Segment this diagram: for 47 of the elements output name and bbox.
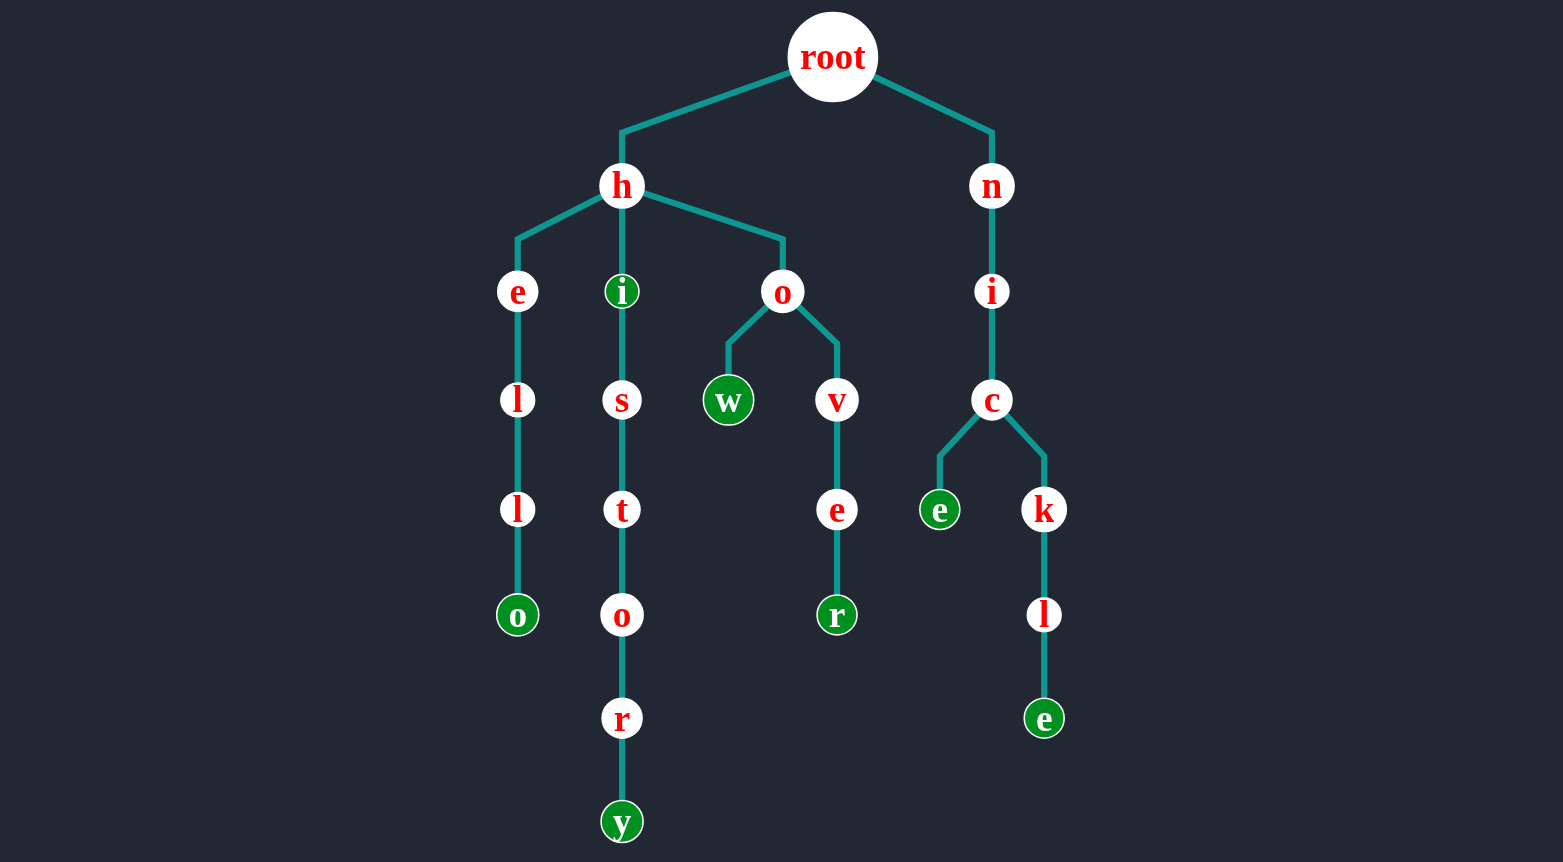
node-circle: y [600, 799, 644, 844]
node-circle: e [816, 488, 858, 531]
node-circle: e [919, 488, 961, 531]
connector [514, 311, 521, 383]
connector [618, 69, 792, 164]
connector [988, 308, 996, 380]
connector [833, 420, 841, 490]
node-circle: i [604, 273, 640, 310]
node-circle: o [761, 269, 805, 314]
connector [1003, 412, 1048, 488]
connector [514, 416, 521, 493]
node-circle: v [815, 378, 859, 422]
node-circle: s [602, 380, 642, 420]
connector [618, 418, 626, 492]
node-circle: root [787, 11, 879, 103]
node-circle: l [500, 491, 536, 528]
connector [618, 635, 626, 699]
node-circle: i [974, 273, 1010, 310]
node-circle: n [969, 163, 1015, 209]
node-circle: k [1021, 486, 1068, 533]
connector [642, 189, 786, 271]
connector [725, 303, 770, 375]
connector [1041, 631, 1048, 699]
node-circle: t [603, 490, 641, 529]
node-circle: r [816, 594, 858, 636]
node-circle: l [1026, 597, 1062, 633]
connector [936, 412, 981, 490]
connector [514, 193, 604, 272]
node-circle: l [500, 382, 536, 418]
connector [988, 208, 996, 275]
connector [871, 73, 996, 164]
connector [795, 303, 841, 379]
node-circle: o [495, 593, 540, 637]
connector [618, 738, 626, 801]
node-circle: r [601, 697, 643, 739]
connector [833, 529, 841, 595]
node-circle: e [1023, 697, 1065, 739]
connector [1041, 531, 1048, 598]
connector [618, 308, 626, 381]
node-circle: o [600, 593, 644, 637]
node-circle: e [496, 270, 539, 313]
node-circle: w [702, 373, 755, 426]
connector [514, 526, 521, 594]
node-circle: c [971, 379, 1013, 421]
node-circle: h [599, 163, 645, 209]
connector [618, 527, 626, 594]
connector [618, 208, 626, 275]
